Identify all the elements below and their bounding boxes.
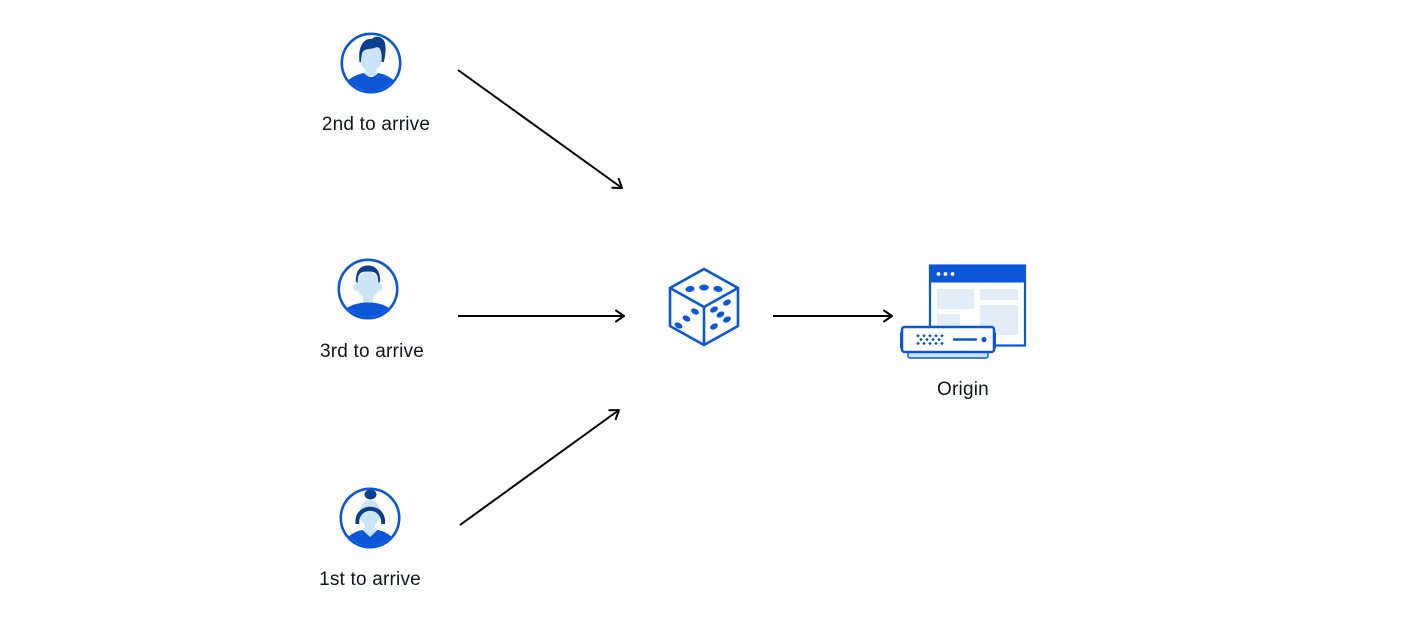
arrow-user-top-to-dice bbox=[457, 69, 623, 189]
label-user-middle: 3rd to arrive bbox=[320, 341, 424, 362]
node-user-bottom bbox=[338, 486, 402, 550]
male-avatar-quiff-icon bbox=[340, 32, 402, 94]
server-icon bbox=[900, 325, 996, 359]
origin-server-browser-icon bbox=[900, 264, 1027, 359]
node-user-top bbox=[339, 31, 403, 95]
female-avatar-bun-icon bbox=[339, 487, 401, 549]
label-origin: Origin bbox=[937, 379, 989, 400]
node-dice bbox=[666, 266, 742, 350]
node-origin bbox=[898, 264, 1028, 360]
arrow-user-bottom-to-dice bbox=[459, 409, 620, 526]
label-user-bottom: 1st to arrive bbox=[319, 569, 421, 590]
male-avatar-short-hair-icon bbox=[337, 258, 399, 320]
node-user-middle bbox=[336, 257, 400, 321]
label-user-top: 2nd to arrive bbox=[321, 114, 431, 135]
dice-icon bbox=[668, 267, 740, 347]
